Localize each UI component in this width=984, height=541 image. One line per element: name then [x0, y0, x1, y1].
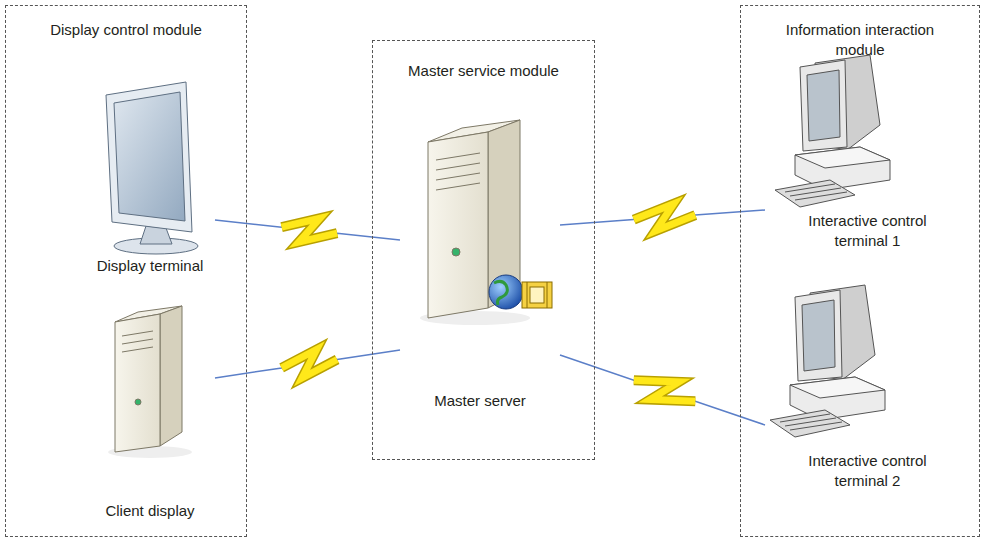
wireless-link	[560, 204, 765, 231]
device-node: Client display	[85, 300, 215, 525]
device-label: Display terminal	[97, 256, 204, 280]
tower-pc-icon	[108, 306, 192, 458]
module-heading: Display control module	[6, 20, 246, 40]
module-box: Display control moduleDisplay terminalCl…	[5, 5, 247, 537]
module-heading: Master service module	[373, 61, 594, 81]
flat-monitor-icon	[106, 82, 198, 254]
wireless-link	[560, 355, 765, 425]
desktop-pc-icon	[775, 55, 890, 207]
device-label: Client display	[105, 501, 194, 525]
device-node: Interactive control terminal 1	[765, 55, 970, 255]
server-icon	[420, 120, 552, 325]
device-label: Master server	[434, 391, 526, 415]
device-node: Display terminal	[85, 80, 215, 280]
device-label: Interactive control terminal 2	[793, 451, 943, 496]
device-node: Master server	[400, 120, 560, 415]
device-node: Interactive control terminal 2	[765, 285, 970, 495]
module-box: Master service moduleMaster server	[372, 40, 595, 460]
module-box: Information interaction moduleInteractiv…	[740, 5, 980, 537]
device-label: Interactive control terminal 1	[793, 211, 943, 256]
module-heading: Information interaction module	[775, 20, 945, 61]
